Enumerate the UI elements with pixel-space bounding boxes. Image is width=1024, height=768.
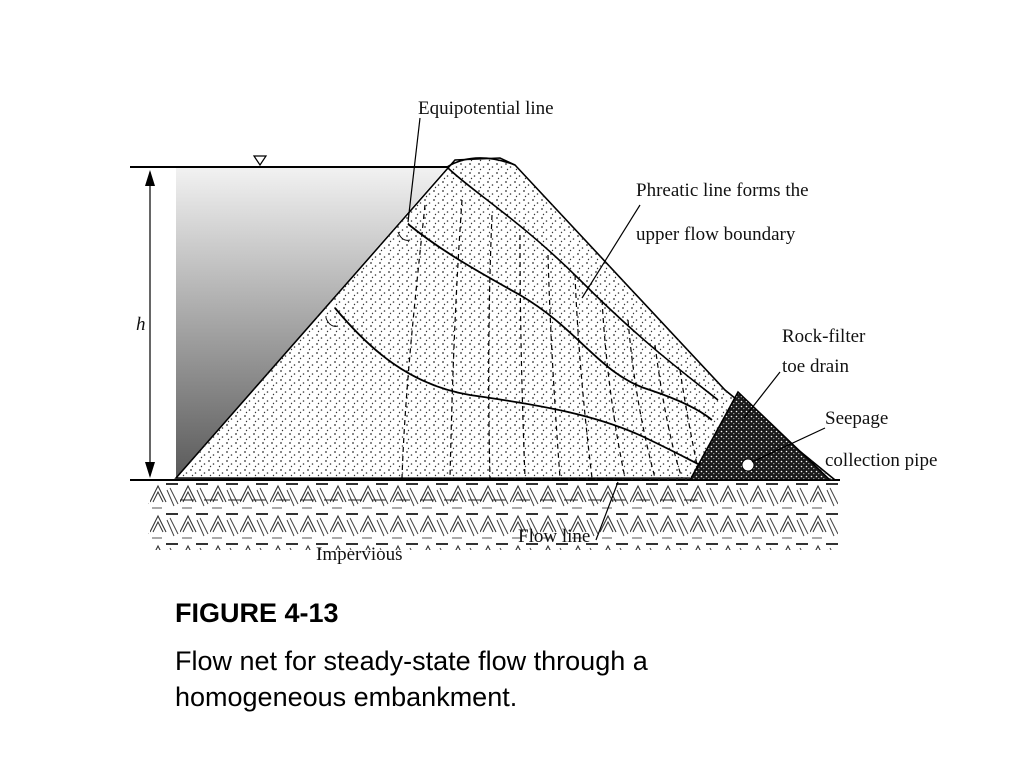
label-flow-line: Flow line <box>518 526 590 547</box>
flow-line-2 <box>334 307 701 466</box>
figure-caption-text: Flow net for steady-state flow through a… <box>175 646 648 712</box>
seepage-leader <box>751 427 826 463</box>
flow-line-leader <box>595 481 619 541</box>
seepage-collection-pipe <box>741 458 755 472</box>
embankment-sand-texture <box>176 158 835 480</box>
label-rock-filter-1: Rock-filter <box>782 326 866 347</box>
label-impervious: Impervious <box>316 544 403 565</box>
head-arrow-bottom <box>145 462 155 478</box>
equipotential-line-1 <box>401 204 426 479</box>
equipotential-line-4 <box>519 234 526 479</box>
embankment-flow-net-diagram: Equipotential line Phreatic line forms t… <box>130 98 937 565</box>
figure-caption: FIGURE 4-13 Flow net for steady-state fl… <box>175 598 875 715</box>
equipotential-line-6 <box>574 274 593 479</box>
head-arrow-top <box>145 170 155 186</box>
equipotential-line-3 <box>488 214 493 479</box>
label-equipotential-line: Equipotential line <box>418 98 554 119</box>
equipotential-line-5 <box>547 254 561 479</box>
water-level-marker <box>252 155 268 167</box>
equipotential-line-2 <box>449 199 463 479</box>
rock-filter-leader <box>743 371 781 419</box>
label-seepage-1: Seepage <box>825 408 888 429</box>
label-head: h <box>136 314 146 335</box>
label-phreatic-line-2: upper flow boundary <box>636 224 796 245</box>
phreatic-leader <box>581 204 641 299</box>
label-seepage-2: collection pipe <box>825 450 937 471</box>
label-rock-filter-2: toe drain <box>782 356 850 377</box>
equipotential-line-10 <box>679 369 699 471</box>
label-phreatic-line-1: Phreatic line forms the <box>636 180 809 201</box>
equipotential-line-8 <box>627 319 656 479</box>
crossing-marker-1 <box>397 231 411 241</box>
flow-line-1 <box>407 223 713 421</box>
embankment-crest <box>446 157 516 168</box>
equipotential-lines <box>401 199 699 479</box>
phreatic-line <box>446 166 719 401</box>
equipotential-leader <box>407 117 421 223</box>
figure-number: FIGURE 4-13 <box>175 598 339 628</box>
rock-filter-toe-drain <box>688 390 832 481</box>
crossing-marker-2 <box>325 317 339 327</box>
impervious-foundation <box>148 482 838 550</box>
